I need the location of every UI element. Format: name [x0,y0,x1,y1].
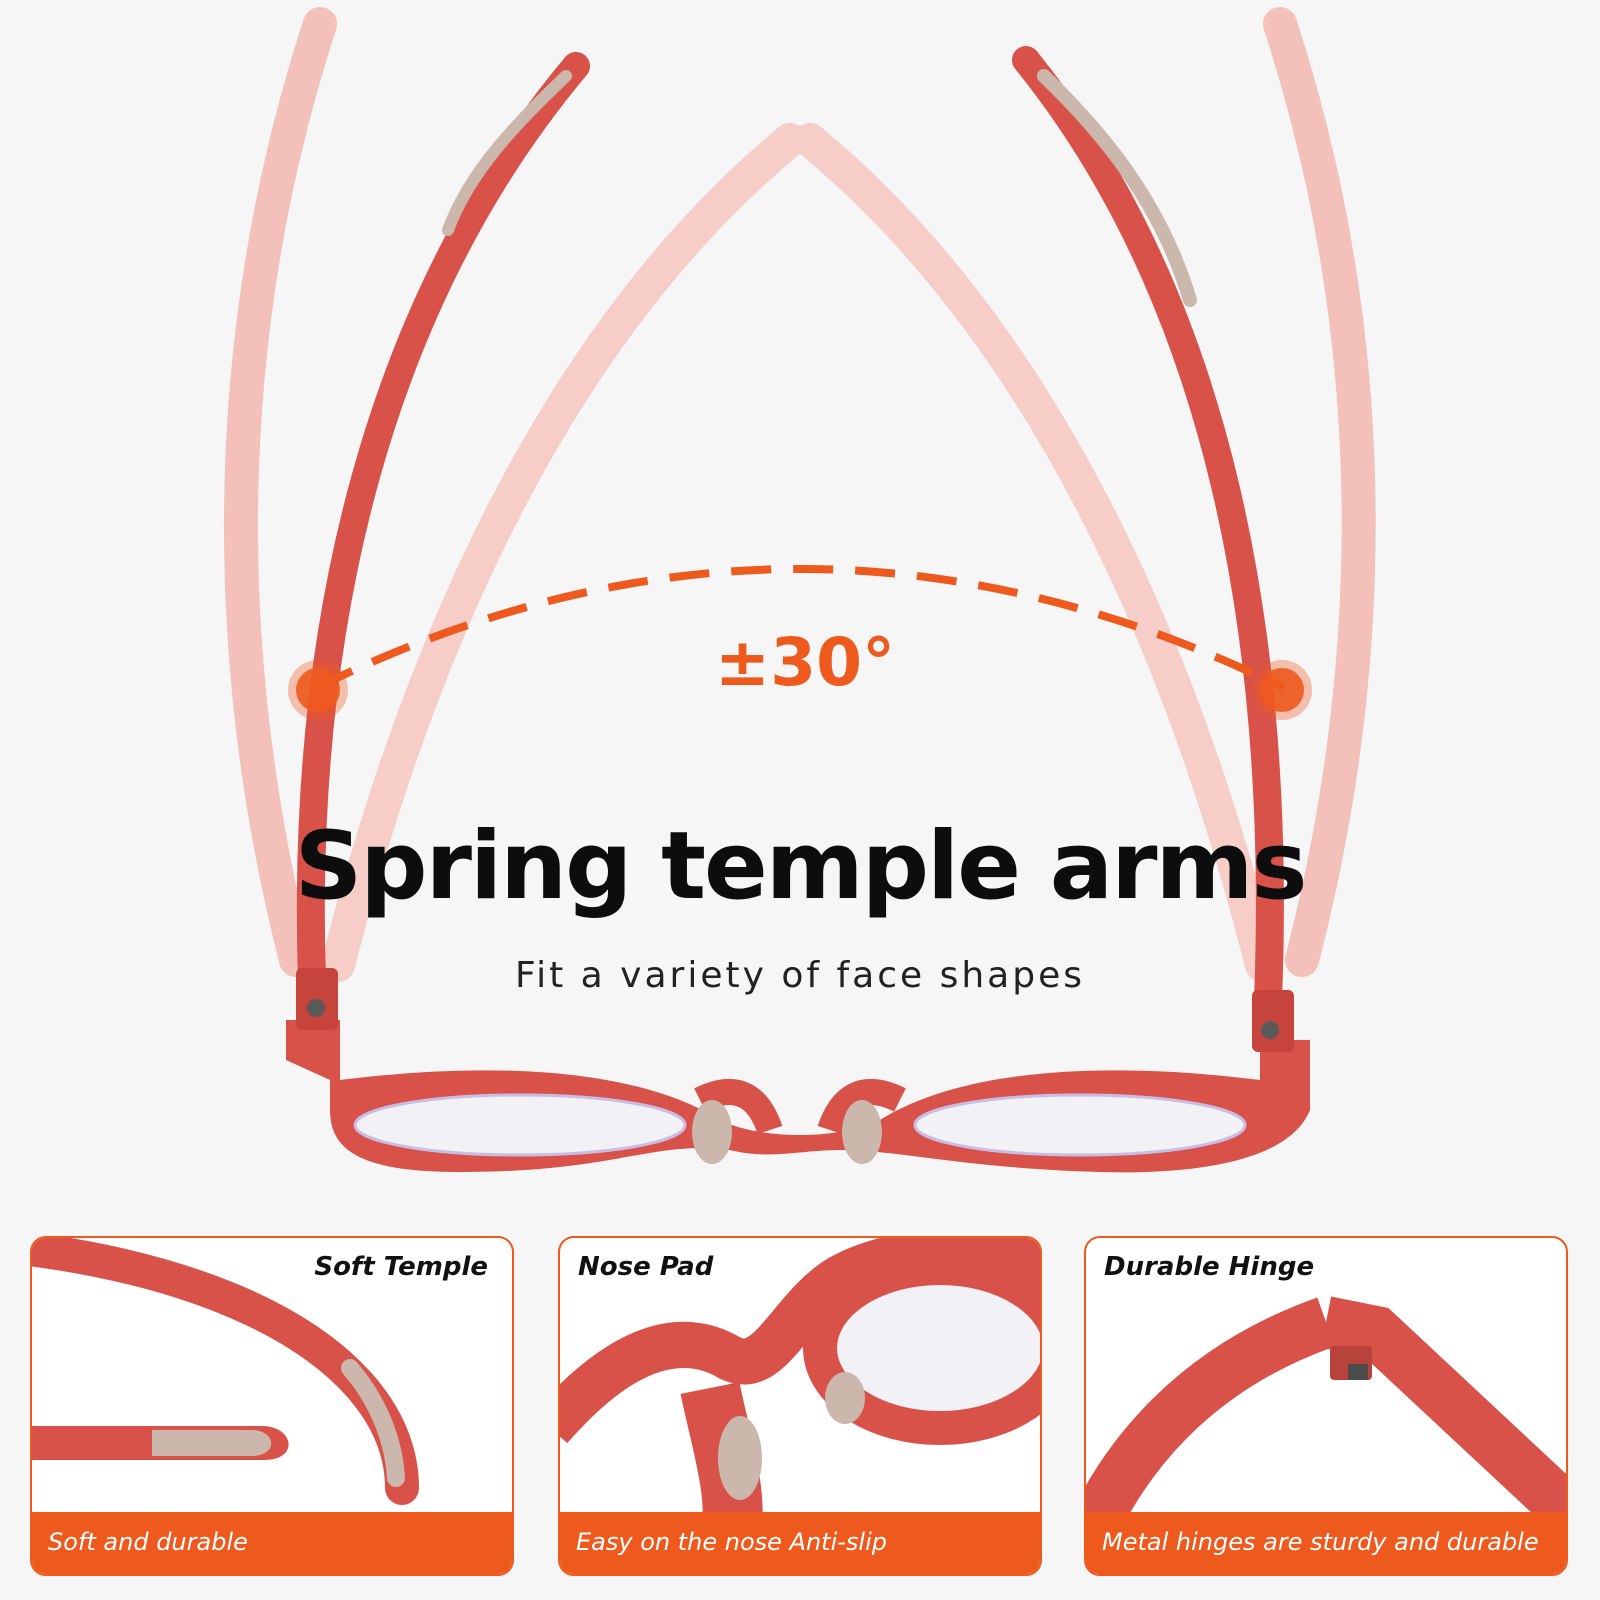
card-footer-text: Easy on the nose Anti-slip [576,1528,887,1556]
feature-card-durable-hinge: Durable Hinge Metal hinges are sturdy an… [1084,1236,1568,1576]
card-footer: Metal hinges are sturdy and durable [1086,1512,1566,1574]
nose-pad-icon [718,1416,762,1500]
glasses-illustration [223,7,1376,1173]
hinge-screw-right-icon [1261,1021,1279,1039]
card-title: Nose Pad [578,1252,714,1282]
temple-tip-closeup-icon [32,1238,419,1505]
ghost-temple-arms [223,7,1376,982]
subline: Fit a variety of face shapes [515,955,1085,996]
card-title: Durable Hinge [1104,1252,1315,1282]
lens-left [353,1093,687,1157]
arc-endpoint-left-halo [288,660,348,720]
flex-angle-arc [314,565,1286,692]
front-frame [286,1020,1310,1173]
nose-pad-right [842,1100,882,1164]
arc-endpoint-left [296,668,340,712]
card-footer: Soft and durable [32,1512,512,1574]
temple-arms [296,46,1284,1014]
headline: Spring temple arms [294,812,1308,921]
arc-endpoint-right-halo [1252,660,1312,720]
lens-right [913,1093,1247,1157]
temple-tip-left [442,70,572,236]
temple-tip-right [1037,69,1197,307]
nose-pad-left [692,1100,732,1164]
nose-pad-closeup-icon [560,1238,1040,1546]
card-footer: Easy on the nose Anti-slip [560,1512,1040,1574]
angle-label: ±30° [714,624,896,701]
hinges [296,968,1294,1052]
feature-card-nose-pad: Nose Pad Easy on the nose Anti-slip [558,1236,1042,1576]
card-footer-text: Soft and durable [48,1528,248,1556]
hinge-screw-left-icon [307,999,325,1017]
card-footer-text: Metal hinges are sturdy and durable [1102,1528,1539,1556]
card-title: Soft Temple [314,1252,488,1282]
arc-endpoint-right [1260,668,1304,712]
feature-card-soft-temple: Soft Temple Soft and durable [30,1236,514,1576]
